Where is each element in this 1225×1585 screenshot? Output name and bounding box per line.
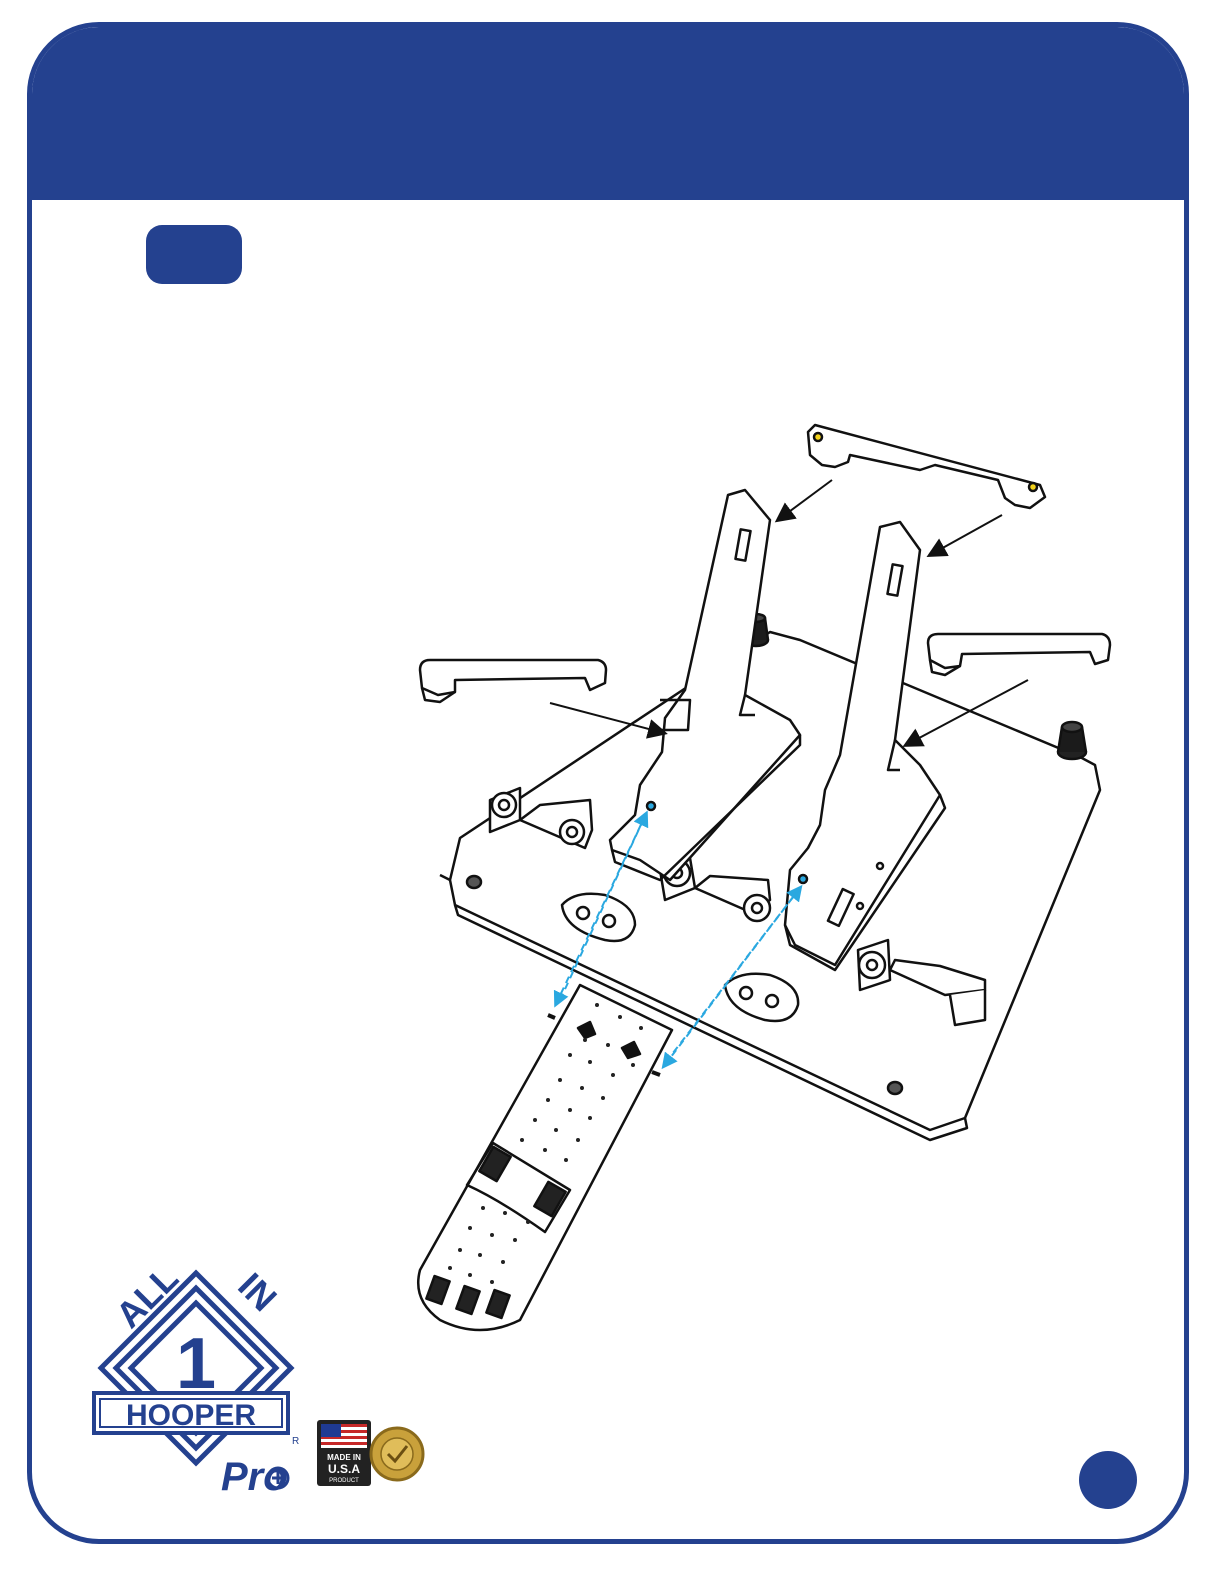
- foot-plate-insert: [418, 985, 672, 1330]
- cross-brace-top: [808, 425, 1045, 508]
- arrow-brace-to-right-arm: [930, 515, 1002, 555]
- clamp-bar-right: [928, 634, 1110, 675]
- badge-line-usa: U.S.A: [328, 1462, 360, 1476]
- rubber-foot-right: [1058, 722, 1086, 759]
- badge-line-made-in: MADE IN: [327, 1453, 361, 1462]
- base-hole-right: [888, 1082, 902, 1094]
- clamp-bar-left: [420, 660, 606, 702]
- assembly-diagram: [400, 415, 1160, 1335]
- logo-registered-mark: R: [292, 1436, 299, 1447]
- header-band: [32, 27, 1184, 200]
- arrow-brace-to-left-arm: [778, 480, 832, 520]
- logo-word-in: IN: [230, 1268, 284, 1319]
- all-in-one-hooper-logo: ALL IN 1 HOOPER R Pro: [86, 1268, 306, 1498]
- page-number-badge: [1079, 1451, 1137, 1509]
- made-in-usa-badge: MADE IN U.S.A PRODUCT: [315, 1418, 425, 1490]
- base-hole-left: [467, 876, 481, 888]
- step-number-badge: [146, 225, 242, 284]
- logo-brand: HOOPER: [126, 1399, 256, 1432]
- badge-line-product: PRODUCT: [329, 1478, 359, 1484]
